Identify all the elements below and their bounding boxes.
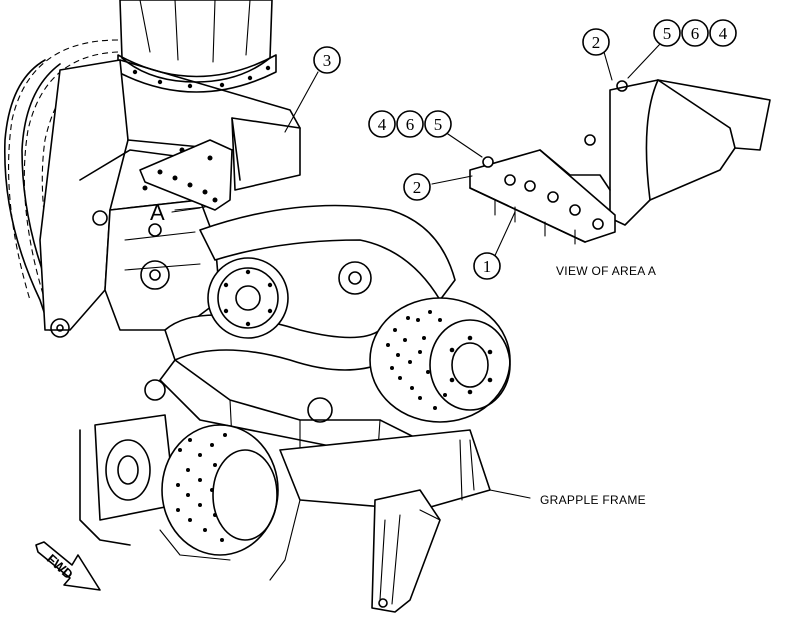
area-a-detail-view <box>431 43 771 263</box>
callout-1: 1 <box>473 252 501 280</box>
main-assembly <box>3 0 511 613</box>
bolts <box>482 156 604 245</box>
svg-text:5: 5 <box>663 24 672 43</box>
forward-arrow-icon: FWD <box>35 541 101 591</box>
callout-5-mid: 5 <box>424 110 452 138</box>
callout-6-top: 6 <box>681 19 709 47</box>
svg-text:3: 3 <box>323 51 332 70</box>
callout-5-top: 5 <box>653 19 681 47</box>
grapple-frame-caption: GRAPPLE FRAME <box>540 493 646 507</box>
callout-6-mid: 6 <box>396 110 424 138</box>
grapple-body <box>39 59 301 338</box>
svg-text:1: 1 <box>483 257 492 276</box>
right-feed-roller <box>369 297 511 423</box>
svg-text:4: 4 <box>719 24 728 43</box>
svg-text:4: 4 <box>378 115 387 134</box>
center-drive-wheel <box>207 257 289 339</box>
grapple-frame <box>269 429 491 613</box>
left-feed-roller <box>79 414 279 561</box>
svg-text:6: 6 <box>691 24 700 43</box>
area-a-letter: A <box>150 200 165 225</box>
rotator-cylinder <box>117 0 277 93</box>
svg-text:5: 5 <box>434 115 443 134</box>
callout-3: 3 <box>313 46 341 74</box>
callout-4-top: 4 <box>709 19 737 47</box>
callout-2-top: 2 <box>582 28 610 56</box>
callout-2-mid: 2 <box>403 173 431 201</box>
svg-text:6: 6 <box>406 115 415 134</box>
view-caption: VIEW OF AREA A <box>556 264 656 278</box>
mounting-bracket <box>139 117 301 211</box>
svg-text:2: 2 <box>413 178 422 197</box>
callout-4-mid: 4 <box>368 110 396 138</box>
svg-text:2: 2 <box>592 33 601 52</box>
